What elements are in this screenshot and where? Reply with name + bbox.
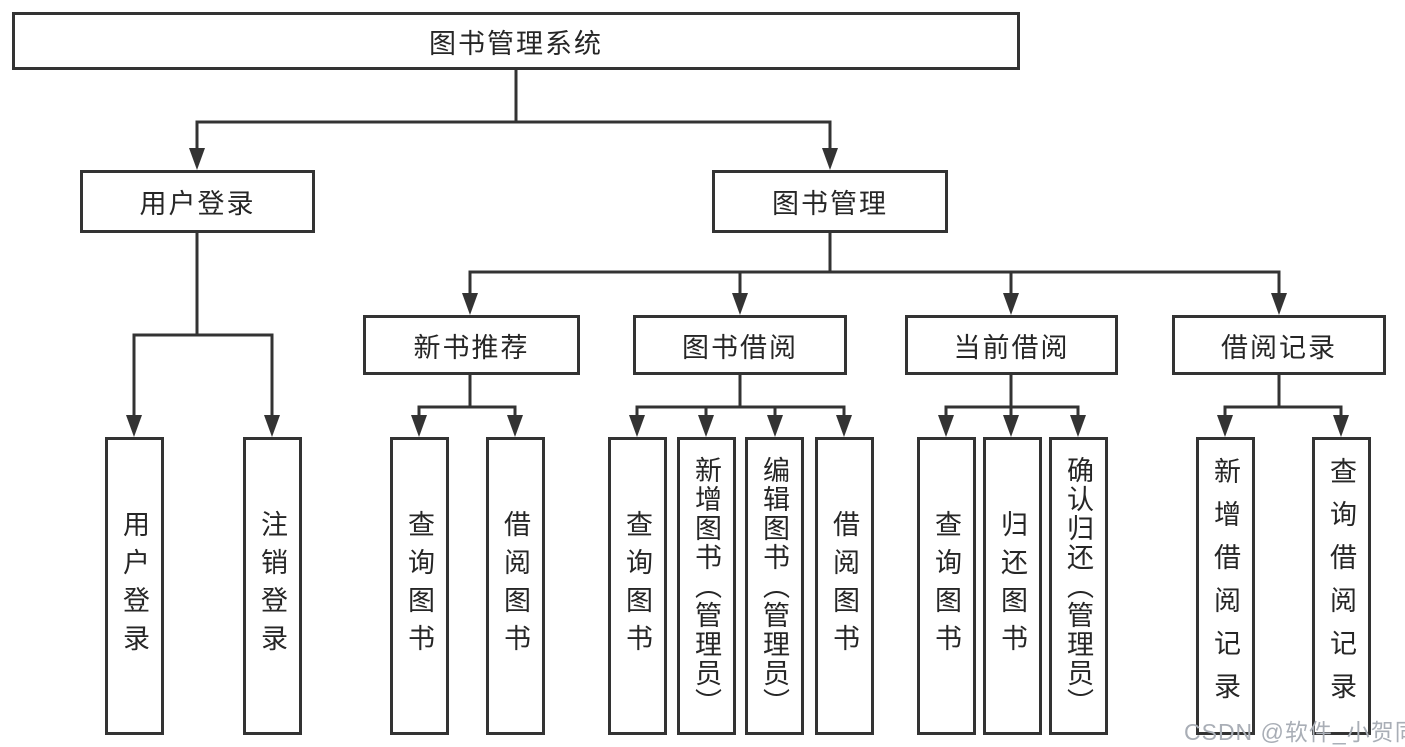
node-book-borrowing: 图书借阅 — [633, 315, 847, 375]
leaf-return-books: 归还图书 — [983, 437, 1042, 735]
leaf-user-login: 用户登录 — [105, 437, 164, 735]
leaf-confirm-return-admin: 确认归还（管理员） — [1049, 437, 1108, 735]
leaf-edit-books-admin: 编辑图书（管理员） — [745, 437, 804, 735]
connector-current-to-leaves — [938, 375, 1086, 437]
node-current-borrowing: 当前借阅 — [905, 315, 1118, 375]
leaf-query-books-borrowing: 查询图书 — [608, 437, 667, 735]
node-borrowing-records: 借阅记录 — [1172, 315, 1386, 375]
leaf-query-books-current: 查询图书 — [917, 437, 976, 735]
connector-userlogin-to-leaves — [126, 233, 280, 437]
leaf-query-books-newbook: 查询图书 — [390, 437, 449, 735]
node-new-book-recommend: 新书推荐 — [363, 315, 580, 375]
connector-records-to-leaves — [1217, 375, 1349, 437]
node-library-management-system: 图书管理系统 — [12, 12, 1020, 70]
leaf-borrow-books: 借阅图书 — [815, 437, 874, 735]
connector-newbook-to-leaves — [411, 375, 523, 437]
node-book-management: 图书管理 — [712, 170, 948, 233]
connector-root-to-level2 — [189, 70, 838, 170]
csdn-watermark: CSDN @软件_小贺同学 — [1184, 719, 1405, 745]
leaf-borrow-books-newbook: 借阅图书 — [486, 437, 545, 735]
leaf-logout-login: 注销登录 — [243, 437, 302, 735]
leaf-add-borrow-record: 新增借阅记录 — [1196, 437, 1255, 735]
leaf-query-borrow-record: 查询借阅记录 — [1312, 437, 1371, 735]
connector-borrow-to-leaves — [629, 375, 852, 437]
leaf-add-books-admin: 新增图书（管理员） — [677, 437, 736, 735]
connector-bookmgmt-to-level3 — [462, 233, 1287, 315]
node-user-login: 用户登录 — [80, 170, 315, 233]
